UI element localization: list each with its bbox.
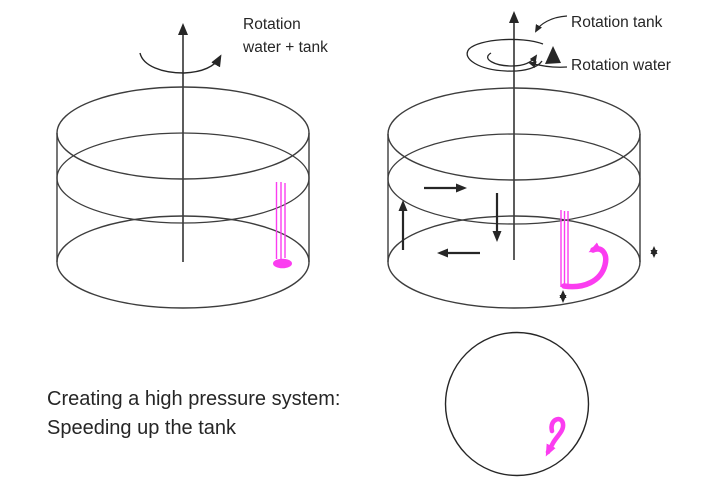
left-tank-figure: [56, 23, 310, 309]
circulation-arrows: [398, 183, 502, 258]
caption-line2: Speeding up the tank: [47, 417, 237, 439]
plan-view-circle: [444, 331, 590, 477]
rotation-water-leader-arrow: [528, 61, 568, 68]
left-rotation-label-line1: Rotation: [243, 16, 301, 33]
right-rotation-tank-arc: [466, 38, 544, 72]
caption-line1: Creating a high pressure system:: [47, 388, 340, 410]
left-rotation-arc-arrow: [139, 52, 222, 74]
plan-view-figure: [444, 331, 590, 477]
rotation-tank-leader-arrow: [535, 15, 568, 33]
right-rotation-water-arc: [487, 52, 538, 67]
left-dye-blob: [273, 258, 292, 269]
dye-swirl-arrow: [561, 242, 609, 290]
rotation-water-label: Rotation water: [571, 57, 671, 74]
right-dye-streaks: [560, 210, 569, 287]
right-tank-figure: [387, 11, 658, 309]
plan-view-dye-arrow: [545, 416, 566, 457]
rotation-tank-label: Rotation tank: [571, 14, 663, 31]
left-rotation-label-line2: water + tank: [242, 39, 328, 56]
left-dye-streaks: [275, 182, 286, 260]
rotation-water-arrowhead: [545, 46, 561, 64]
